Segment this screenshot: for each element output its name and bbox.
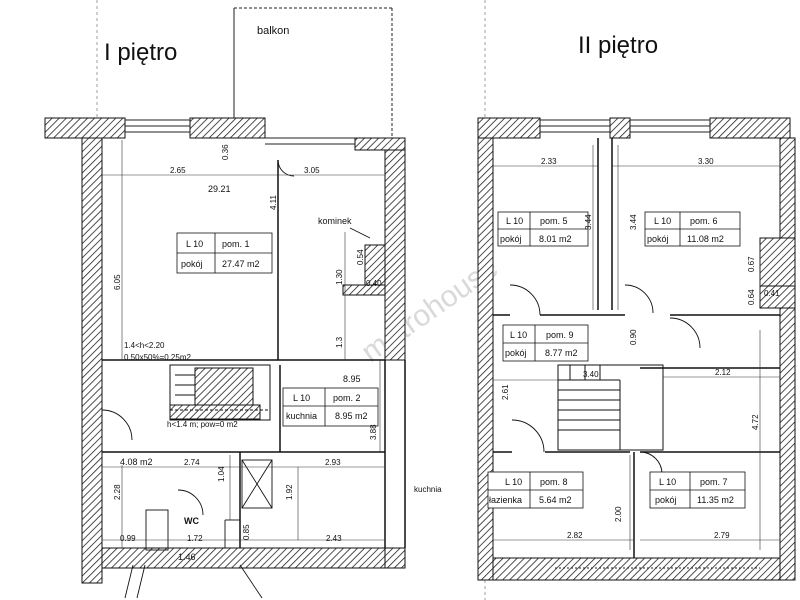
dim-6-05: 6.05 [113,274,122,290]
fireplace-label: kominek [318,216,352,226]
room2-area: 8.95 m2 [335,411,368,421]
dim-3-44-left: 3.44 [584,214,593,230]
sheet-edges [96,0,486,600]
dim-0-85: 0.85 [242,524,251,540]
stair-note-3: h<1.4 m; pow=0 m2 [167,420,238,429]
room5-area: 8.01 m2 [539,234,572,244]
dim-2-43: 2.43 [326,534,342,543]
room6-l: L 10 [654,216,671,226]
stair-note-1: 1.4<h<2.20 [124,341,165,350]
fireplace [342,244,386,296]
dim-2-12: 2.12 [715,368,731,377]
dim-0-54: 0.54 [356,249,365,265]
floor2-dimension-lines [493,145,780,550]
dim-3-05: 3.05 [304,166,320,175]
room7-name: pokój [655,495,677,505]
room6-name: pokój [647,234,669,244]
dim-2-79: 2.79 [714,531,730,540]
room1-l: L 10 [186,239,203,249]
floor1-plan: I piętro balkon [44,7,442,599]
dim-2-61: 2.61 [501,384,510,400]
room1-pom: pom. 1 [222,239,250,249]
dim-0-90: 0.90 [629,329,638,345]
room2-pom: pom. 2 [333,393,361,403]
room7-l: L 10 [659,477,676,487]
dim-2-82: 2.82 [567,531,583,540]
dim-2-93: 2.93 [325,458,341,467]
balcony [233,7,393,138]
dim-1-92: 1.92 [285,484,294,500]
room8-name: łazienka [489,495,522,505]
dim-3-44-right: 3.44 [629,214,638,230]
room2-name: kuchnia [286,411,317,421]
floor2-room-boxes [487,211,746,509]
dim-4-11: 4.11 [269,194,278,210]
dim-1-04: 1.04 [217,466,226,482]
fireplace-pointer [349,227,371,239]
dim-1-30: 1.30 [335,269,344,285]
balcony-label: balkon [257,25,289,37]
room1-name: pokój [181,259,203,269]
room6-pom: pom. 6 [690,216,718,226]
floor2-doors [509,284,701,475]
room7-pom: pom. 7 [700,477,728,487]
floor2-walls [477,117,796,581]
floor2-staircase [557,364,664,451]
floor1-room-boxes [176,232,379,427]
stair-note-2: 0.50x50%=0.25m2 [124,353,191,362]
dim-0-67: 0.67 [747,256,756,272]
hall-area: 4.08 m2 [120,457,153,467]
dim-2-33: 2.33 [541,157,557,166]
room6-area: 11.08 m2 [687,234,724,244]
floor2-title: II piętro [578,32,658,59]
room5-name: pokój [500,234,522,244]
dim-0-36: 0.36 [221,144,230,160]
room7-area: 11.35 m2 [697,495,734,505]
room8-l: L 10 [505,477,522,487]
floor2-windows [540,119,760,569]
floor1-doors [101,159,295,599]
dim-2-28: 2.28 [113,484,122,500]
floor1-staircase [169,364,271,421]
floor2-interior-walls [493,138,780,558]
dim-2-74: 2.74 [184,458,200,467]
room2-l: L 10 [293,393,310,403]
dim-1-46: 1.46 [178,552,196,562]
dim-1-72: 1.72 [187,534,203,543]
dim-2-00: 2.00 [614,506,623,522]
room9-pom: pom. 9 [546,330,574,340]
dim-3-30: 3.30 [698,157,714,166]
room9-l: L 10 [510,330,527,340]
floor1-dimension-lines [102,140,385,548]
dim-3-88: 3.88 [369,424,378,440]
dim-2-65: 2.65 [170,166,186,175]
floor1-title: I piętro [104,39,177,66]
kitchen-label: kuchnia [414,485,442,494]
dim-4-72: 4.72 [751,414,760,430]
kitchen-area-label: 8.95 [343,374,361,384]
dim-3-40: 3.40 [583,370,599,379]
room8-area: 5.64 m2 [539,495,572,505]
floor2-plan: II piętro [477,32,796,581]
room8-pom: pom. 8 [540,477,568,487]
wc-label: WC [184,516,199,526]
room1-area: 27.47 m2 [222,259,260,269]
room9-name: pokój [505,348,527,358]
dim-0-99: 0.99 [120,534,136,543]
floor1-total-area: 29.21 [208,184,231,194]
dim-0-41: 0.41 [764,289,780,298]
room5-pom: pom. 5 [540,216,568,226]
room9-area: 8.77 m2 [545,348,578,358]
dim-0-64: 0.64 [747,289,756,305]
room5-l: L 10 [506,216,523,226]
floor1-windows [125,119,355,145]
floor1-interior-walls [102,160,406,548]
dim-0-40: 0.40 [366,279,382,288]
floor1-walls [44,117,406,584]
dim-1-3: 1.3 [335,336,344,348]
